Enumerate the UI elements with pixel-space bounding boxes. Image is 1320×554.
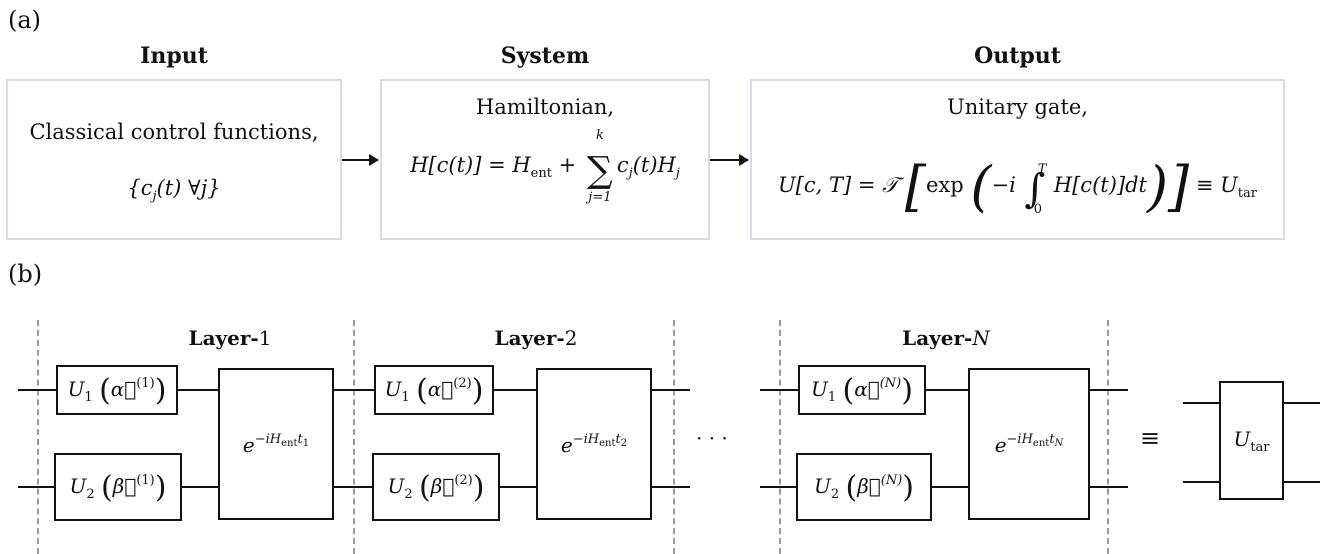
input-heading: Input [140, 43, 208, 69]
minus-i: −i [991, 173, 1016, 197]
layer-separator [779, 320, 781, 554]
u2-gate-layer-1: U2 (β⃗(1)) [54, 453, 182, 521]
top-wire [494, 389, 536, 391]
bottom-wire [760, 486, 796, 488]
hamiltonian-plus: + [551, 153, 583, 177]
integral-bottom: 0 [1033, 202, 1043, 217]
target-top-wire-left [1183, 402, 1219, 404]
bottom-wire [182, 486, 218, 488]
u1-gate-layer-1: U1 (α⃗(1)) [56, 365, 178, 415]
panel-b-label: (b) [8, 260, 43, 288]
sum-top: k [595, 128, 604, 143]
output-description: Unitary gate, [947, 95, 1088, 119]
target-bottom-wire-left [1183, 481, 1219, 483]
sum-group: k ∑j=1 [583, 128, 617, 205]
top-wire [760, 389, 798, 391]
arrow-system-to-output [710, 154, 749, 166]
bottom-wire [334, 486, 372, 488]
arrow-input-to-system [342, 154, 379, 166]
bottom-wire [18, 486, 54, 488]
output-heading: Output [974, 43, 1061, 69]
hamiltonian-lhs: H[c(t)] = H [410, 153, 531, 177]
hamiltonian-rhs-c: c [616, 153, 629, 177]
u1-gate-layer-2: U1 (α⃗(2)) [374, 365, 494, 415]
panel-a-label: (a) [8, 6, 42, 34]
input-box: Classical control functions, {cj(t) ∀j} [6, 79, 342, 240]
right-bracket: ] [1168, 155, 1190, 218]
u1-gate-layer-n: U1 (α⃗(N)) [798, 365, 926, 415]
integral-group: ∫T 0 [1016, 162, 1054, 217]
system-heading: System [500, 43, 590, 69]
top-wire [926, 389, 968, 391]
top-wire [1090, 389, 1128, 391]
top-wire [652, 389, 690, 391]
unitary-lhs: U[c, T] = 𝒯 [777, 173, 899, 197]
target-sub: tar [1237, 186, 1257, 201]
control-set-suffix: (t) ∀j} [156, 176, 221, 200]
control-set-formula: {cj(t) ∀j} [8, 176, 340, 204]
integral-symbol: ∫ [1024, 166, 1046, 212]
system-description: Hamiltonian, [475, 95, 615, 119]
unitary-formula: U[c, T] = 𝒯 [exp (−i ∫T 0 H[c(t)]dt)] ≡ Uta… [752, 155, 1283, 218]
control-set-sub: j [152, 189, 157, 204]
hamiltonian-rhs-c-sub: j [628, 166, 633, 181]
left-paren: ( [970, 155, 992, 218]
hamiltonian-rhs-mid: (t)H [632, 153, 676, 177]
sum-symbol: ∑ [587, 150, 613, 191]
control-set-prefix: {c [127, 176, 153, 200]
target-bottom-wire-right [1284, 481, 1320, 483]
entangling-gate-layer-n: e−iHenttN [968, 368, 1090, 520]
top-wire [18, 389, 56, 391]
target-top-wire-right [1284, 402, 1320, 404]
target-unitary-gate: Utar [1219, 381, 1284, 500]
top-wire [334, 389, 374, 391]
entangling-gate-layer-1: e−iHentt1 [218, 368, 334, 520]
equivalence-symbol: ≡ [1140, 424, 1161, 452]
exp-word: exp [926, 173, 964, 197]
layer-n-title: Layer-N [902, 326, 990, 350]
sum-bottom: j=1 [588, 190, 612, 205]
bottom-wire [652, 486, 690, 488]
layer-separator [37, 320, 39, 554]
layer-separator [353, 320, 355, 554]
ellipsis: · · · [696, 426, 728, 450]
hamiltonian-rhs-h-sub: j [675, 166, 680, 181]
bottom-wire [500, 486, 536, 488]
u2-gate-layer-2: U2 (β⃗(2)) [372, 453, 500, 521]
bottom-wire [1090, 486, 1128, 488]
right-paren: ) [1146, 155, 1169, 218]
integrand: H[c(t)]dt [1053, 173, 1147, 197]
equiv-target: ≡ U [1195, 173, 1238, 197]
layer-1-title: Layer-1 [188, 326, 272, 350]
layer-separator [673, 320, 675, 554]
input-description: Classical control functions, [29, 120, 319, 144]
output-box: Unitary gate, U[c, T] = 𝒯 [exp (−i ∫T 0 H[c… [750, 79, 1285, 240]
left-bracket: [ [904, 155, 926, 218]
entangling-gate-layer-2: e−iHentt2 [536, 368, 652, 520]
u2-gate-layer-n: U2 (β⃗(N)) [796, 453, 932, 521]
integral-top: T [1037, 162, 1047, 177]
hamiltonian-ent-sub: ent [530, 166, 552, 181]
bottom-wire [932, 486, 968, 488]
layer-separator [1107, 320, 1109, 554]
layer-2-title: Layer-2 [494, 326, 578, 350]
top-wire [178, 389, 218, 391]
